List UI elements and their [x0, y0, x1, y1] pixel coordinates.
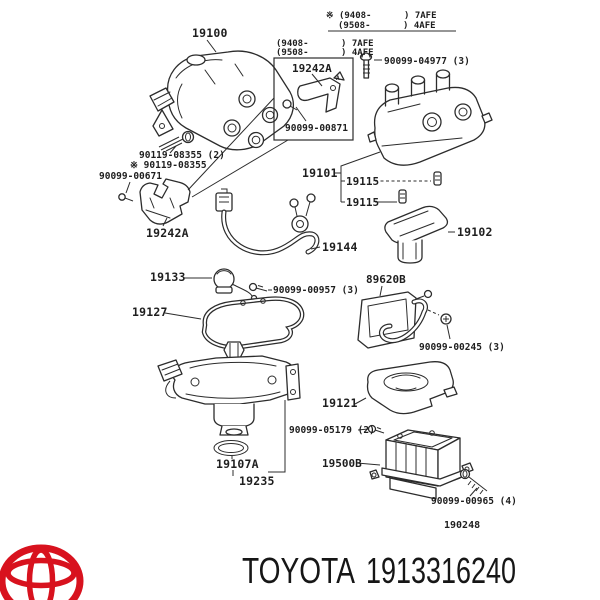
cap-screw-icon: [359, 52, 373, 79]
carbon-point-icons: [398, 171, 442, 204]
inset-note-line2: (9508- ) 4AFE: [276, 48, 374, 58]
distributor-assembly-drawing: [149, 50, 295, 151]
part-label-clip: 90099-00671: [99, 171, 162, 182]
part-label-rotor: 19102: [457, 225, 493, 239]
o-ring-drawing: [213, 440, 249, 456]
part-label-condenser: 19133: [150, 270, 186, 284]
section-marker: A: [336, 75, 340, 82]
inset-box: [273, 57, 354, 141]
part-label-coil-screw: 90099-05179 (2): [289, 425, 375, 436]
toyota-logo: [0, 544, 84, 600]
coil-bolt-icon: [459, 468, 488, 495]
figure-code: 190248: [444, 520, 480, 531]
dust-cover-drawing: [366, 361, 458, 415]
logo-outer-ellipse: [0, 544, 84, 600]
part-label-coil: 19500B: [322, 457, 362, 470]
leader-lines: [162, 30, 478, 497]
igniter-drawing: [357, 289, 452, 349]
header-note-line1: ※ (9408- ) 7AFE: [326, 11, 437, 21]
part-label-bolt1: ※ 90119-08355: [130, 160, 207, 171]
gasket-drawing: [201, 296, 305, 350]
part-label-bolt2: 90119-08355 (2): [139, 150, 225, 161]
part-label-inset-screw: 90099-00871: [285, 123, 348, 134]
logo-horizontal-ellipse: [5, 557, 77, 589]
part-label-oring: 19107A: [216, 457, 259, 471]
condenser-drawing: [213, 268, 258, 302]
part-label-coil-bolt: 90099-00965 (4): [431, 496, 517, 507]
header-note-line2: (9508- ) 4AFE: [338, 21, 436, 31]
inset-note-line1: (9408- ) 7AFE: [276, 39, 374, 49]
part-label-distributor: 19100: [192, 26, 228, 40]
housing-drawing: [157, 341, 301, 436]
part-label-cover: 19121: [322, 396, 358, 410]
footer-brand: TOYOTA: [242, 550, 355, 591]
distributor-cap-drawing: [367, 69, 493, 166]
cord-drawing: [215, 188, 320, 256]
part-label-cover-screw: 90099-00957 (3): [273, 285, 359, 296]
part-label-igniter-screw: 90099-00245 (3): [419, 342, 505, 353]
part-label-housing: 19235: [239, 474, 275, 488]
bolt-icon: [158, 130, 195, 154]
cover-screw-icon: [248, 282, 268, 292]
coil-screw-icon: [367, 424, 385, 434]
part-label-igniter: 89620B: [366, 273, 406, 286]
part-label-cap-screw: 90099-04977 (3): [384, 56, 470, 67]
footer-part-number: 1913316240: [366, 550, 516, 591]
ignition-coil-drawing: [369, 429, 474, 500]
part-label-bracket: 19242A: [146, 226, 189, 240]
part-label-carbon-point1: 19115: [346, 175, 379, 188]
clip-icon: [118, 181, 134, 202]
part-label-cap: 19101: [302, 166, 338, 180]
bracket-drawing: [139, 178, 191, 225]
part-label-gasket: 19127: [132, 305, 168, 319]
part-label-cord: 19144: [322, 240, 358, 254]
rotor-drawing: [384, 205, 449, 264]
logo-vertical-ellipse: [26, 547, 56, 600]
part-label-carbon-point2: 19115: [346, 196, 379, 209]
part-label-bracket-inset: 19242A: [292, 62, 332, 75]
